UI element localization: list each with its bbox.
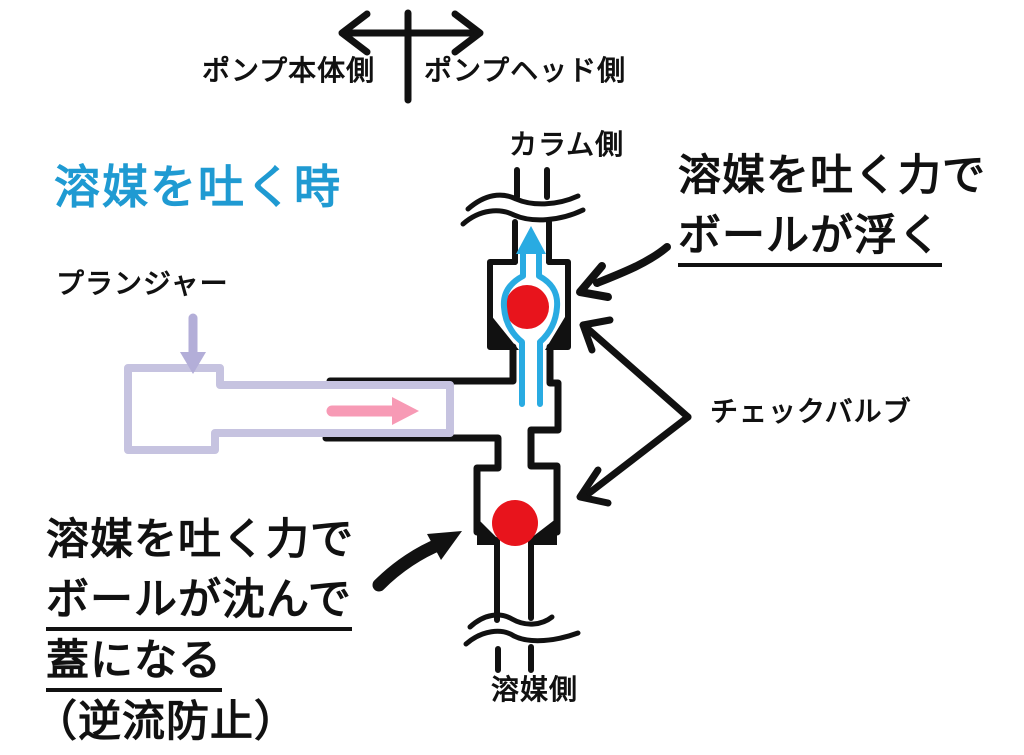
pump-head-side-label: ポンプヘッド側 [424, 55, 627, 86]
upper-seat-wedge [490, 314, 519, 350]
push-direction-group [326, 397, 419, 425]
pump-body-side-label: ポンプ本体側 [202, 55, 376, 86]
valve-balls [492, 285, 549, 546]
lower-valve-note: 溶媒を吐く力で ボールが沈んで 蓋になる （逆流防止） [34, 510, 354, 752]
upper-valve-ball [505, 285, 549, 329]
flow-line-right [536, 251, 561, 407]
check-valve-arrow-upper [584, 325, 692, 421]
plunger-label: プランジャー [56, 268, 229, 299]
check-valve-arrowhead-icon [576, 466, 612, 507]
direction-indicator [338, 9, 484, 104]
lower-seat-wedge [477, 518, 497, 545]
plunger-outline [124, 364, 454, 454]
upper-valve-housing [487, 221, 571, 350]
check-valve-arrow-lower [584, 413, 692, 498]
lower-note-line2: ボールが沈んで [46, 574, 352, 631]
plunger-pointer-arrowhead-icon [180, 352, 206, 374]
upper-valve-note: 溶媒を吐く力で ボールが浮く [678, 146, 986, 267]
flow-line-left [500, 251, 526, 407]
structure-group [322, 9, 692, 673]
lower-valve-ball [492, 500, 538, 546]
valve-seats [427, 312, 568, 560]
solvent-side-label: 溶媒側 [491, 674, 579, 705]
arrow-right-icon [451, 10, 484, 56]
flow-arrowhead-icon [516, 226, 546, 254]
lower-note-line4: （逆流防止） [34, 698, 298, 746]
lower-note-line1: 溶媒を吐く力で [46, 516, 354, 564]
flow-group [500, 226, 561, 407]
pipe-break-wave [467, 612, 555, 630]
upper-note-arrowhead-icon [576, 262, 612, 301]
lower-seat-wedge [531, 518, 557, 545]
page-title: 溶媒を吐く時 [54, 161, 342, 213]
pipe-break-wave [463, 628, 581, 647]
upper-note-line1: 溶媒を吐く力で [678, 152, 986, 200]
plunger-group [124, 313, 454, 454]
lower-note-line3: 蓋になる [46, 635, 222, 692]
pipe-break-wave [465, 192, 581, 212]
solvent-pipe [463, 537, 581, 673]
upper-note-line2: ボールが浮く [678, 210, 942, 267]
upper-note-arrow [593, 243, 671, 287]
column-side-label: カラム側 [509, 129, 625, 160]
pipe-break-wave [460, 207, 586, 227]
check-valve-label: チェックバルブ [710, 396, 912, 427]
arrow-left-icon [338, 10, 371, 56]
upper-seat-wedge [545, 312, 568, 350]
push-arrowhead-icon [392, 397, 419, 425]
check-valve-arrowhead-icon [579, 316, 614, 354]
lower-note-arrow [372, 537, 447, 592]
lower-note-arrowhead-icon [427, 531, 462, 560]
annotation-arrows [372, 243, 692, 592]
